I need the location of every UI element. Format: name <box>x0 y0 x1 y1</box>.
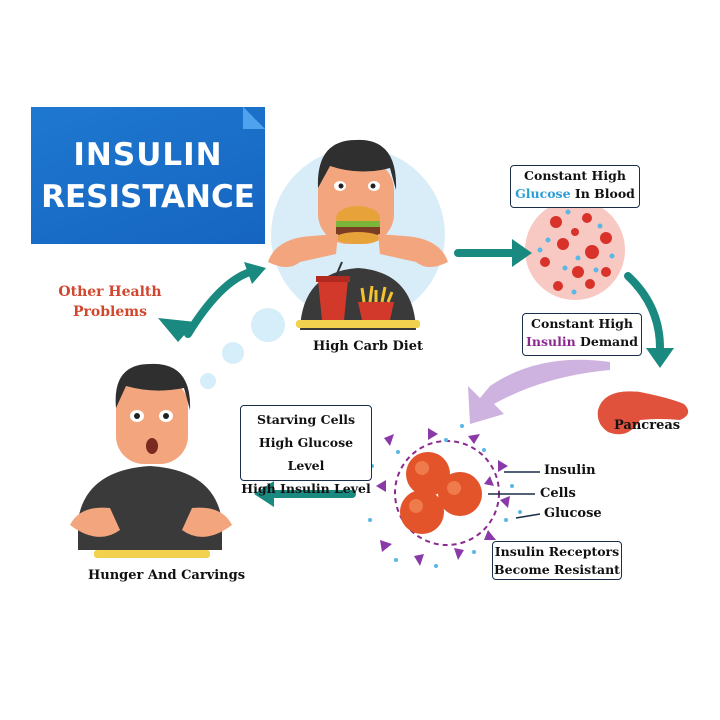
glucose-label: Glucose <box>544 506 602 521</box>
insulin-flow-arrow <box>468 360 610 424</box>
receptors-resistant-box: Insulin Receptors Become Resistant <box>492 541 622 580</box>
arrow-head-down <box>646 348 674 368</box>
hunger-cravings-label: Hunger And Carvings <box>88 568 245 583</box>
insulin-label: Insulin <box>544 463 596 478</box>
blood-glucose-illustration <box>525 200 625 300</box>
starving-cells-box: Starving Cells High Glucose Level High I… <box>240 405 372 481</box>
pancreas-label: Pancreas <box>614 418 680 433</box>
other-health-problems-label: Other Health Problems <box>40 282 180 322</box>
insulin-demand-box: Constant High Insulin Demand <box>522 313 642 356</box>
high-carb-diet-label: High Carb Diet <box>313 339 423 354</box>
glucose-in-blood-box: Constant High Glucose In Blood <box>510 165 640 208</box>
eating-person-illustration <box>268 140 448 330</box>
cells-label: Cells <box>540 486 576 501</box>
thought-bubble-medium <box>222 342 244 364</box>
thought-bubble-large <box>251 308 285 342</box>
thought-bubble-small <box>200 373 216 389</box>
hungry-person-illustration <box>70 364 232 558</box>
